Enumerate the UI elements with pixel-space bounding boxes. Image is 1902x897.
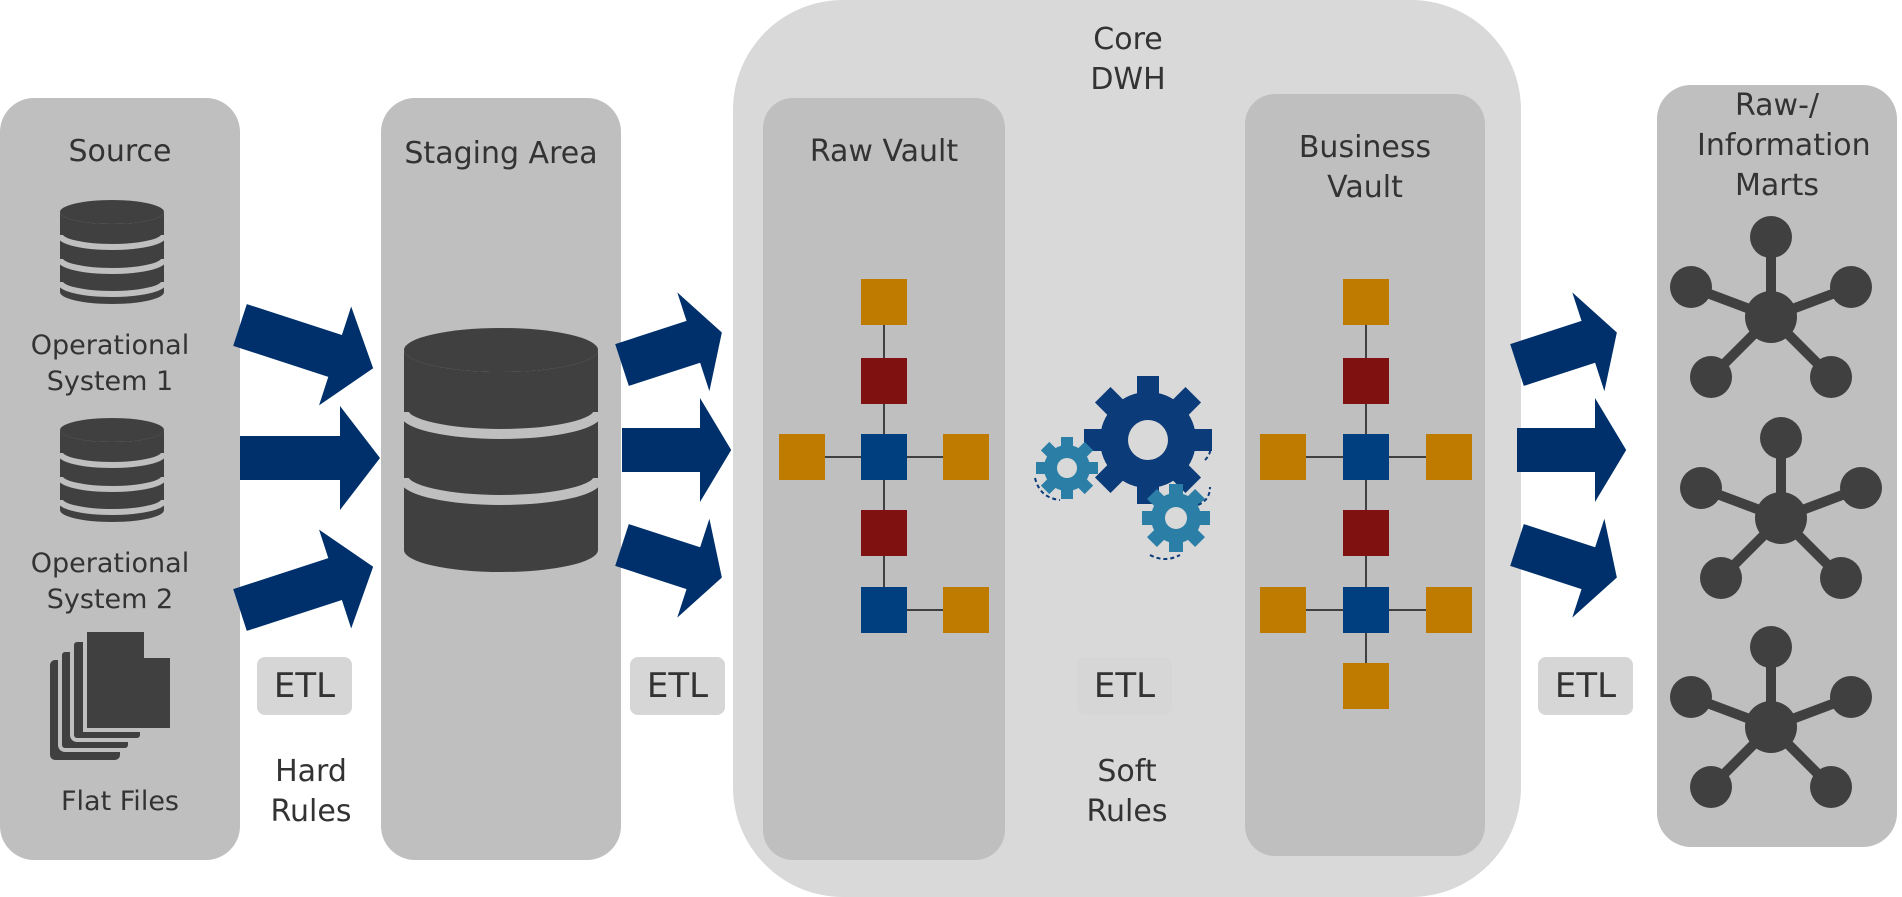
staging-title: Staging Area [404,136,598,171]
arrow-icon [622,398,732,502]
database-icon [60,418,164,522]
source-item-label: Operational System 1 [30,330,190,397]
source-item-label: Flat Files [61,786,179,817]
arrow-icon [1500,283,1633,415]
arrow-icon [240,406,380,510]
star-schema-icon [1670,216,1872,398]
document-stack-icon [50,628,174,760]
business-vault-model-nodes [1260,279,1472,709]
star-schema-icon [1670,626,1872,808]
source-item-label: Operational System 2 [30,548,190,615]
soft-rules-label: Soft Rules [1086,754,1168,829]
etl-badge: ETL [1538,657,1633,715]
etl-badge: ETL [630,657,725,715]
hard-rules-label: Hard Rules [270,754,352,829]
arrow-icon [223,517,390,660]
source-title: Source [68,134,172,169]
etl-badge: ETL [257,657,352,715]
arrow-icon [605,495,738,627]
business-vault-title: Business Vault [1298,130,1432,205]
gears-icon [1034,376,1212,560]
arrow-icon [1517,398,1627,502]
star-schema-icon [1680,417,1882,599]
database-icon [60,200,164,304]
core-dwh-title: Core DWH [1090,22,1166,97]
etl-badge: ETL [1077,657,1172,715]
arrow-icon [1500,495,1633,627]
arrow-icon [605,283,738,415]
database-icon [399,328,603,572]
marts-title: Raw-/ Information Marts [1697,88,1871,203]
arrow-icon [223,275,390,418]
raw-vault-title: Raw Vault [809,134,959,169]
raw-vault-model-nodes [779,279,989,633]
